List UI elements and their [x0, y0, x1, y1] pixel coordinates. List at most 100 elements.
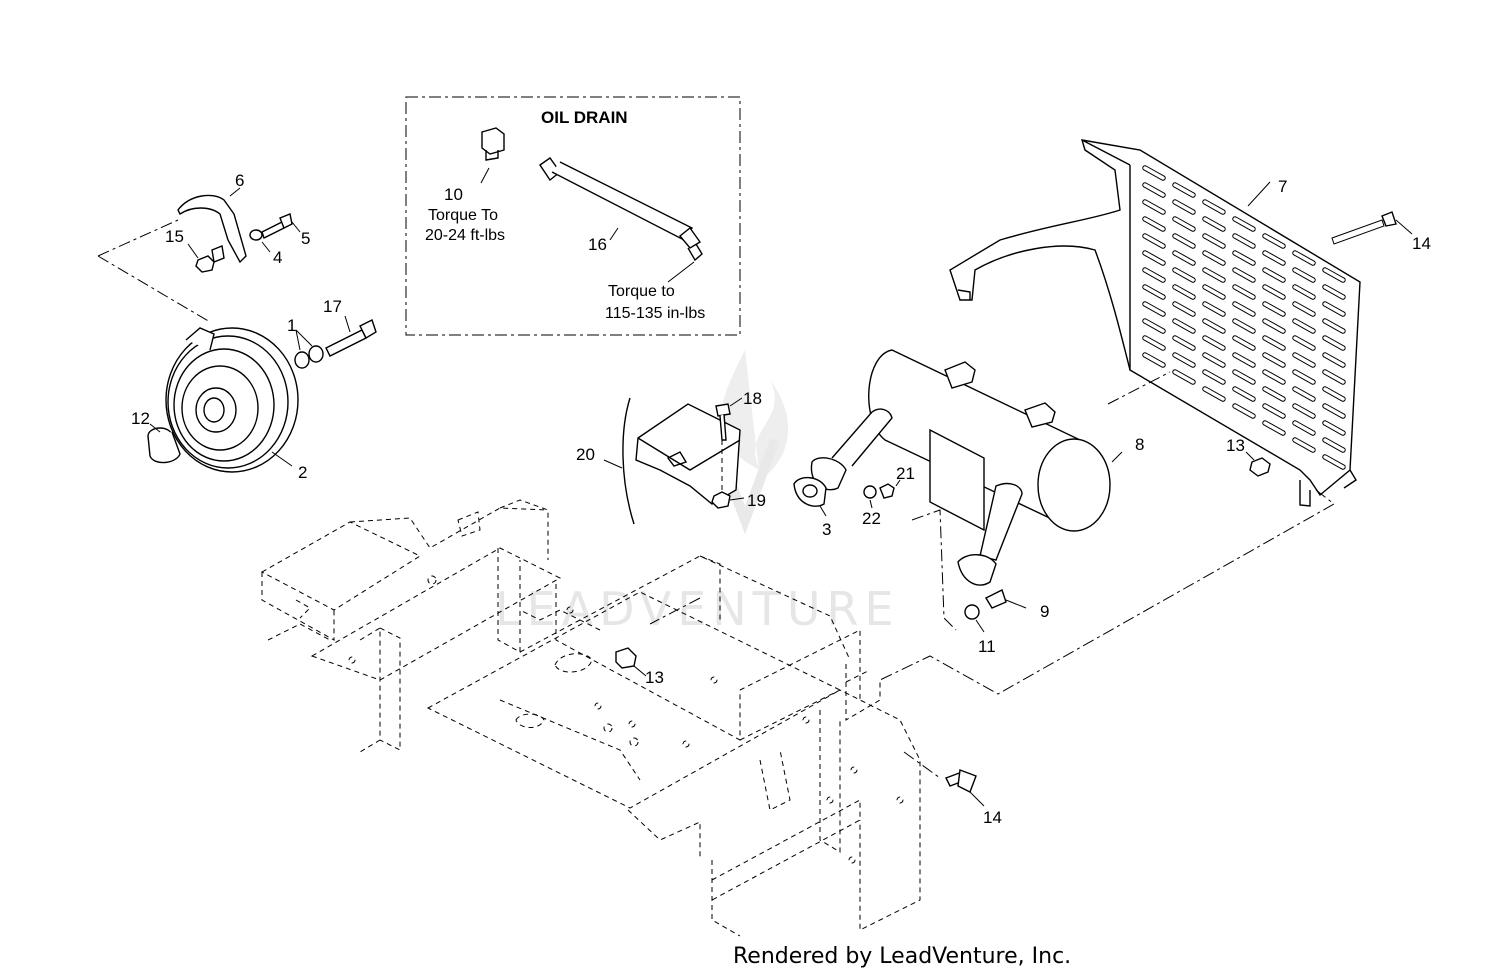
vent-slot	[1232, 318, 1256, 334]
vent-slot	[1262, 301, 1286, 317]
vent-slot	[1292, 403, 1316, 419]
vent-slot	[1262, 318, 1286, 334]
part-13-nut-right	[1249, 457, 1271, 477]
vent-slot	[1292, 386, 1316, 402]
vent-slot	[1172, 369, 1196, 385]
vent-slot	[1322, 352, 1346, 368]
callout-10: 10	[444, 185, 463, 204]
part-19-nut	[711, 491, 745, 509]
vent-slot	[1202, 352, 1226, 368]
vent-slot	[1142, 165, 1166, 181]
vent-slot	[1172, 182, 1196, 198]
part-8-muffler	[810, 349, 1123, 586]
part-16-drain-hose	[539, 157, 703, 283]
callout-16: 16	[588, 235, 607, 254]
vent-slot	[1292, 301, 1316, 317]
vent-slot	[1172, 250, 1196, 266]
vent-slot	[1232, 369, 1256, 385]
vent-slot	[1232, 386, 1256, 402]
vent-slot	[1202, 216, 1226, 232]
vent-slot	[1322, 403, 1346, 419]
vent-slot	[1262, 403, 1286, 419]
vent-slot	[1202, 301, 1226, 317]
vent-slot	[1292, 369, 1316, 385]
part-15-nut	[195, 255, 215, 273]
callout-2: 2	[298, 463, 307, 482]
part-11-washer	[964, 604, 980, 620]
callout-11: 11	[978, 637, 996, 656]
vent-slot	[1232, 250, 1256, 266]
vent-slot	[1232, 301, 1256, 317]
vent-slot	[1262, 233, 1286, 249]
vent-slot	[1172, 352, 1196, 368]
footer-credit: Rendered by LeadVenture, Inc.	[733, 944, 1071, 969]
callout-5: 5	[301, 229, 310, 248]
vent-slot	[1292, 267, 1316, 283]
vent-slot	[1232, 335, 1256, 351]
vent-slot	[1202, 233, 1226, 249]
vent-slot	[1322, 318, 1346, 334]
vent-slot	[1262, 420, 1286, 436]
vent-slot	[1292, 250, 1316, 266]
vent-slot	[1322, 335, 1346, 351]
vent-slot	[1322, 369, 1346, 385]
part-3-gasket	[793, 477, 827, 517]
vent-slot	[1262, 267, 1286, 283]
part-20-heat-shield	[603, 397, 741, 525]
callout-14-upper: 14	[1412, 234, 1431, 253]
vent-slot	[1172, 335, 1196, 351]
vent-slot	[1262, 335, 1286, 351]
vent-slot	[1172, 199, 1196, 215]
vent-slot	[1232, 233, 1256, 249]
part-18-bolt	[715, 397, 743, 496]
vent-slot	[1262, 352, 1286, 368]
vent-slot	[1142, 199, 1166, 215]
callout-4: 4	[273, 248, 282, 267]
vent-slot	[1292, 318, 1316, 334]
vent-slot	[1142, 233, 1166, 249]
callout-13-right: 13	[1226, 436, 1245, 455]
callout-8: 8	[1135, 435, 1144, 454]
callout-1: 1	[287, 316, 296, 335]
vent-slot	[1172, 318, 1196, 334]
callout-9: 9	[1040, 602, 1049, 621]
vent-slot	[1172, 233, 1196, 249]
callout-20: 20	[576, 445, 595, 464]
vent-slot	[1142, 250, 1166, 266]
note-10-line1: Torque To	[428, 207, 498, 224]
vent-slot	[1262, 386, 1286, 402]
vent-slot	[1142, 267, 1166, 283]
part-6-bracket	[177, 194, 247, 264]
vent-slot	[1232, 284, 1256, 300]
vent-slot	[1142, 352, 1166, 368]
part-9-bolt	[985, 589, 1007, 609]
vent-slot	[1142, 182, 1166, 198]
vent-slot	[1202, 250, 1226, 266]
vent-slot	[1322, 454, 1346, 470]
note-16-line2: 115-135 in-lbs	[605, 305, 705, 322]
clutch-assembly	[97, 187, 377, 473]
vent-slot	[1172, 284, 1196, 300]
note-10-line2: 20-24 ft-lbs	[425, 227, 505, 244]
part-2-clutch-pulley	[165, 327, 299, 473]
callout-12: 12	[131, 409, 150, 428]
vent-slot	[1322, 267, 1346, 283]
vent-slot	[1292, 420, 1316, 436]
callout-3: 3	[822, 520, 831, 539]
vent-slot	[1142, 335, 1166, 351]
callout-13-frame: 13	[645, 668, 664, 687]
vent-slot	[1322, 437, 1346, 453]
callout-22: 22	[862, 509, 881, 528]
part-1-washer-b	[308, 345, 324, 363]
part-7-muffler-guard	[949, 139, 1361, 507]
callout-18: 18	[743, 389, 762, 408]
vent-slot	[1202, 335, 1226, 351]
vent-slot	[1262, 250, 1286, 266]
vent-slot	[1202, 386, 1226, 402]
vent-slot	[1232, 403, 1256, 419]
vent-slot	[1142, 318, 1166, 334]
part-10-drain-plug	[480, 127, 505, 184]
vent-slot	[1172, 267, 1196, 283]
callout-17: 17	[323, 297, 342, 316]
